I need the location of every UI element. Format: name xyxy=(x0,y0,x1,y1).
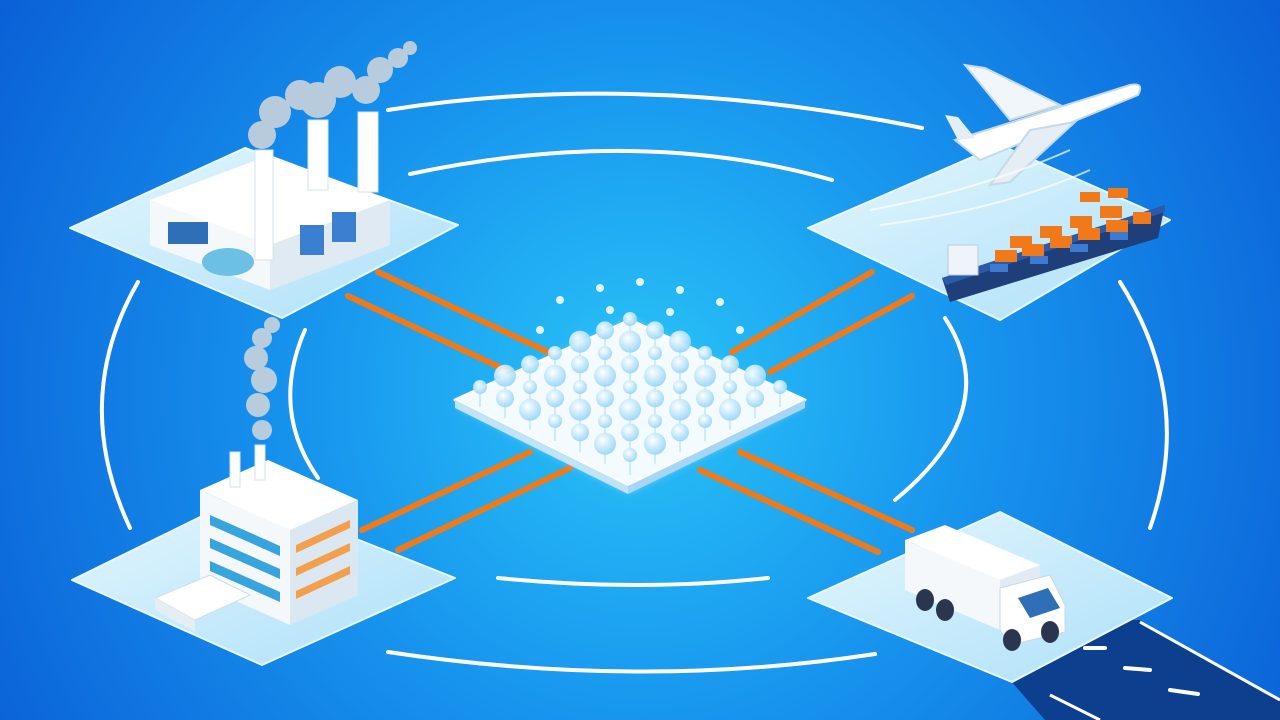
connection-links xyxy=(345,269,915,555)
hub-node xyxy=(696,389,714,408)
hub-node xyxy=(571,355,589,374)
hub-node xyxy=(594,432,616,455)
cargo-ship-icon xyxy=(942,188,1165,302)
hub-node xyxy=(723,380,737,394)
hub-node xyxy=(623,312,637,326)
hub-node xyxy=(621,355,639,374)
hub-node xyxy=(673,380,687,394)
hub-node xyxy=(644,364,666,387)
transport-platform xyxy=(807,511,1173,683)
hub-node xyxy=(598,346,612,360)
hub-node xyxy=(596,321,614,340)
hub-node xyxy=(719,398,741,421)
plant-platform xyxy=(71,317,456,666)
hub-particle xyxy=(716,298,724,306)
airplane-icon xyxy=(869,63,1142,226)
hub-particle xyxy=(736,326,744,334)
hub-node xyxy=(544,364,566,387)
hub-node xyxy=(473,380,487,394)
hub-node xyxy=(546,389,564,408)
hub-node xyxy=(494,364,516,387)
delivery-truck-icon xyxy=(905,525,1066,651)
hub-node xyxy=(619,330,641,353)
hub-node xyxy=(523,380,537,394)
inner-ring xyxy=(288,148,969,587)
hub-node xyxy=(496,389,514,408)
logistics-platform xyxy=(807,63,1171,321)
hub-particle xyxy=(556,296,564,304)
factory-platform xyxy=(69,41,459,319)
hub-particle xyxy=(666,308,674,316)
hub-node xyxy=(548,346,562,360)
factory-icon xyxy=(150,41,417,290)
hub-node xyxy=(571,423,589,442)
hub-particle xyxy=(676,286,684,294)
hub-node xyxy=(648,414,662,428)
hub-node xyxy=(644,432,666,455)
hub-node xyxy=(773,380,787,394)
data-network-hub xyxy=(453,278,807,494)
hub-node xyxy=(623,448,637,462)
hub-nodes xyxy=(473,278,787,475)
hub-node xyxy=(646,321,664,340)
hub-particle xyxy=(536,326,544,334)
hub-node xyxy=(721,355,739,374)
hub-node xyxy=(519,398,541,421)
hub-node xyxy=(671,423,689,442)
hub-node xyxy=(598,414,612,428)
hub-node xyxy=(646,389,664,408)
hub-node xyxy=(548,414,562,428)
hub-node xyxy=(594,364,616,387)
hub-node xyxy=(669,398,691,421)
outer-ring xyxy=(99,91,1169,674)
hub-node xyxy=(573,380,587,394)
hub-node xyxy=(671,355,689,374)
hub-particle xyxy=(596,284,604,292)
hub-node xyxy=(648,346,662,360)
hub-particle xyxy=(606,306,614,314)
hub-node xyxy=(596,389,614,408)
industrial-building-icon xyxy=(153,317,358,632)
hub-node xyxy=(698,414,712,428)
hub-node xyxy=(619,398,641,421)
hub-node xyxy=(569,330,591,353)
hub-node xyxy=(569,398,591,421)
hub-node xyxy=(746,389,764,408)
hub-node xyxy=(694,364,716,387)
hub-particle xyxy=(636,278,644,286)
hub-node xyxy=(698,346,712,360)
hub-node xyxy=(669,330,691,353)
hub-node xyxy=(744,364,766,387)
hub-node xyxy=(521,355,539,374)
hub-node xyxy=(623,380,637,394)
hub-node xyxy=(621,423,639,442)
